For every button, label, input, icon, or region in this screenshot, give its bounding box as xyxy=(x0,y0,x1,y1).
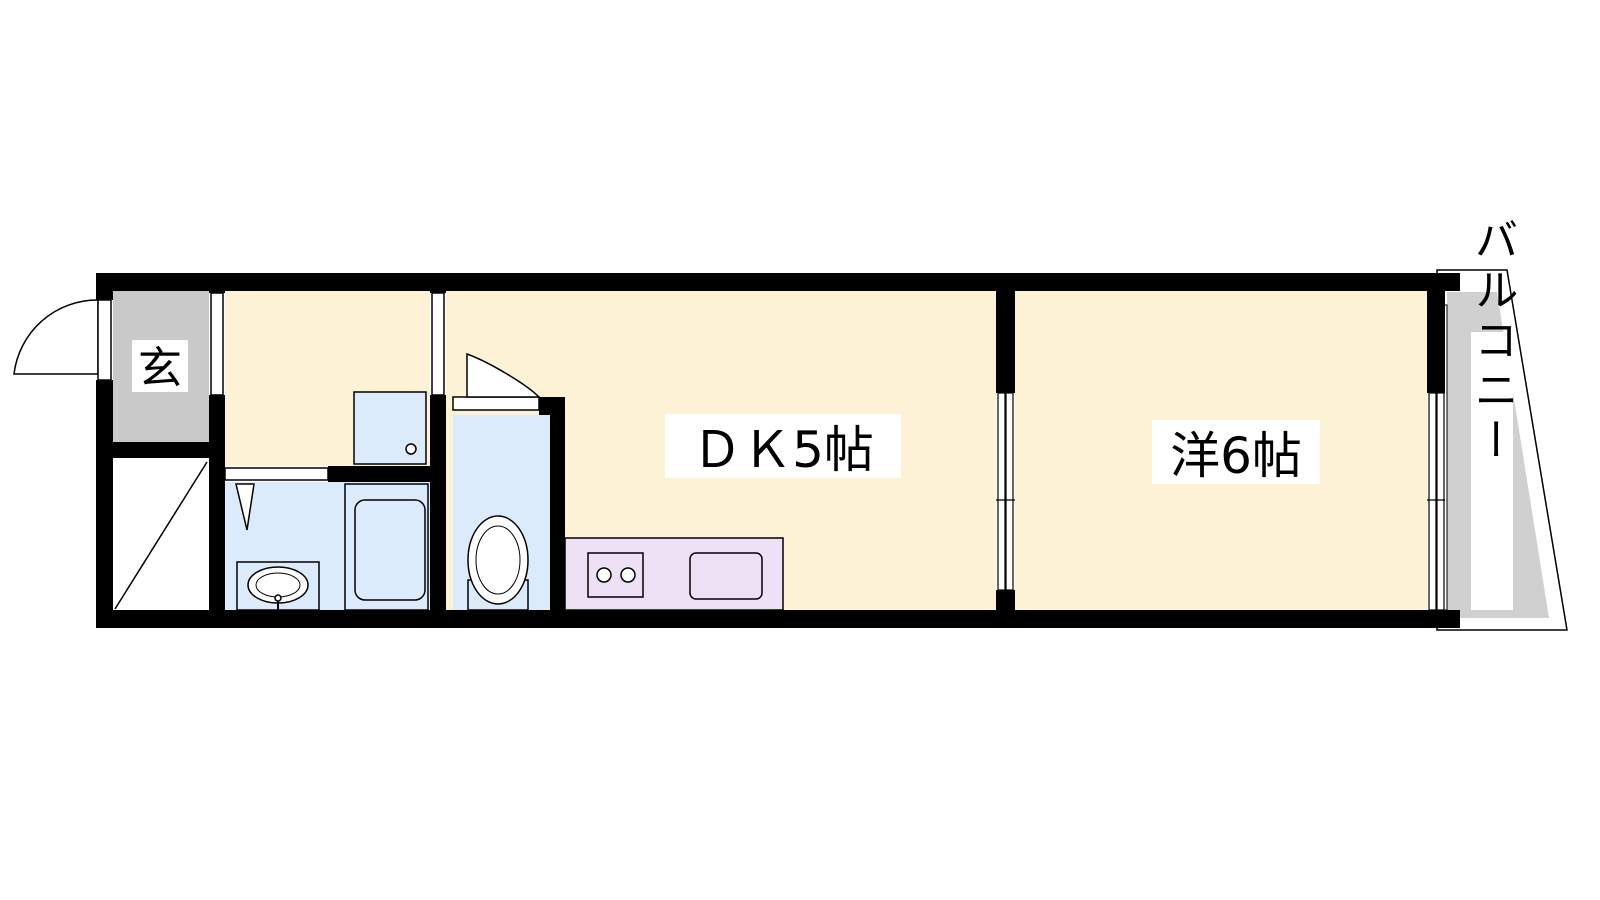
bathtub-icon xyxy=(344,483,429,611)
sink-icon xyxy=(689,552,763,600)
stove-burner-icon xyxy=(596,567,612,583)
western-room-label-bg xyxy=(1152,420,1320,484)
toilet-icon xyxy=(467,515,529,611)
stove-burner-icon xyxy=(620,567,636,583)
kitchen-counter xyxy=(564,537,784,611)
closet-diagonal xyxy=(114,461,208,610)
washbasin-icon xyxy=(236,561,320,611)
entrance-label: 玄 xyxy=(138,343,182,394)
western-room-label: 洋6帖 xyxy=(1170,427,1302,485)
balcony-label-bg xyxy=(1471,332,1513,610)
dk-label: ＤＫ5帖 xyxy=(692,421,874,479)
balcony-label: バルコニー xyxy=(1467,217,1518,467)
washing-machine-space xyxy=(353,391,427,465)
entrance-label-bg xyxy=(132,340,188,392)
toilet-door xyxy=(452,352,541,411)
walls xyxy=(96,273,1460,628)
dk-label-bg xyxy=(665,414,901,478)
openings xyxy=(97,292,1445,611)
entrance-door-swing xyxy=(13,299,99,375)
drain-icon xyxy=(405,443,417,455)
mirror-icon xyxy=(235,483,255,531)
